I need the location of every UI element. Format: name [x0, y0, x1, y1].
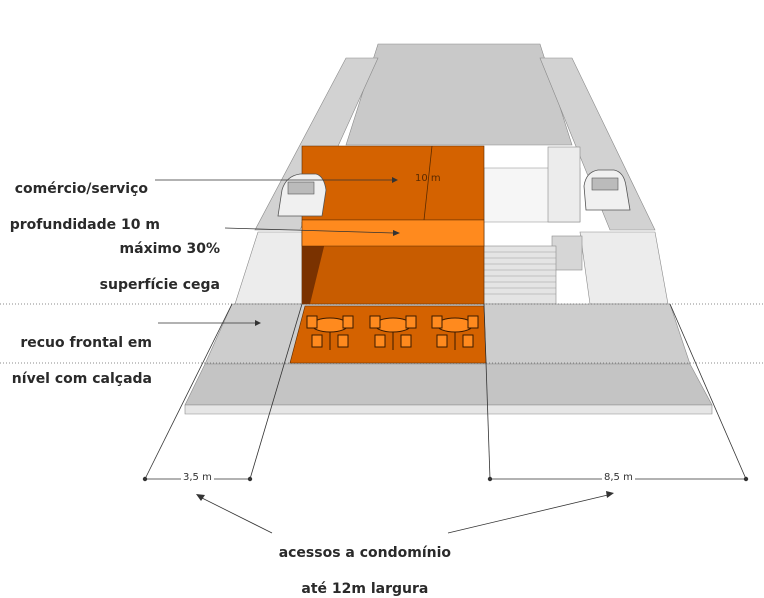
left-lot-wall [234, 231, 303, 305]
label-access-line1: acessos a condomínio [278, 545, 452, 561]
label-commerce: comércio/serviço profundidade 10 m [0, 162, 160, 234]
access-leader-left [197, 495, 273, 534]
access-leader-right [447, 493, 613, 534]
leader-setback-arrow [255, 320, 261, 326]
label-blank-surface: máximo 30% superfície cega [60, 222, 220, 294]
right-gate [551, 235, 583, 271]
label-access-line2: até 12m largura [301, 581, 429, 597]
car-left [277, 173, 327, 217]
leader-blank-arrow [393, 230, 400, 236]
table-set [431, 315, 479, 350]
leader-blank [224, 227, 395, 234]
label-commerce-line1: comércio/serviço [14, 181, 148, 197]
label-setback: recuo frontal em nível com calçada [0, 316, 152, 388]
label-blank-line1: máximo 30% [119, 241, 220, 257]
far-street [345, 43, 573, 146]
label-blank-line2: superfície cega [99, 277, 220, 293]
dimension-left-value: 3,5 m [181, 472, 214, 483]
dimension-right [483, 303, 749, 482]
dimension-depth: 10 m [415, 173, 441, 184]
access-arrow-left [196, 494, 205, 501]
label-setback-line2: nível com calçada [11, 371, 152, 387]
access-stairs [483, 245, 557, 305]
back-wall [547, 146, 581, 223]
label-access: acessos a condomínio até 12m largura [264, 526, 456, 598]
leader-commerce-arrow [392, 177, 398, 183]
car-right [583, 169, 631, 211]
street-curb [184, 404, 713, 415]
label-setback-line1: recuo frontal em [20, 335, 152, 351]
right-lot-wall [579, 231, 669, 305]
table-set [369, 315, 417, 350]
table-set [306, 315, 354, 350]
front-street [184, 363, 713, 406]
dimension-right-value: 8,5 m [602, 472, 635, 483]
label-commerce-line2: profundidade 10 m [9, 217, 160, 233]
commercial-building [301, 145, 485, 305]
access-arrow-right [606, 491, 614, 498]
